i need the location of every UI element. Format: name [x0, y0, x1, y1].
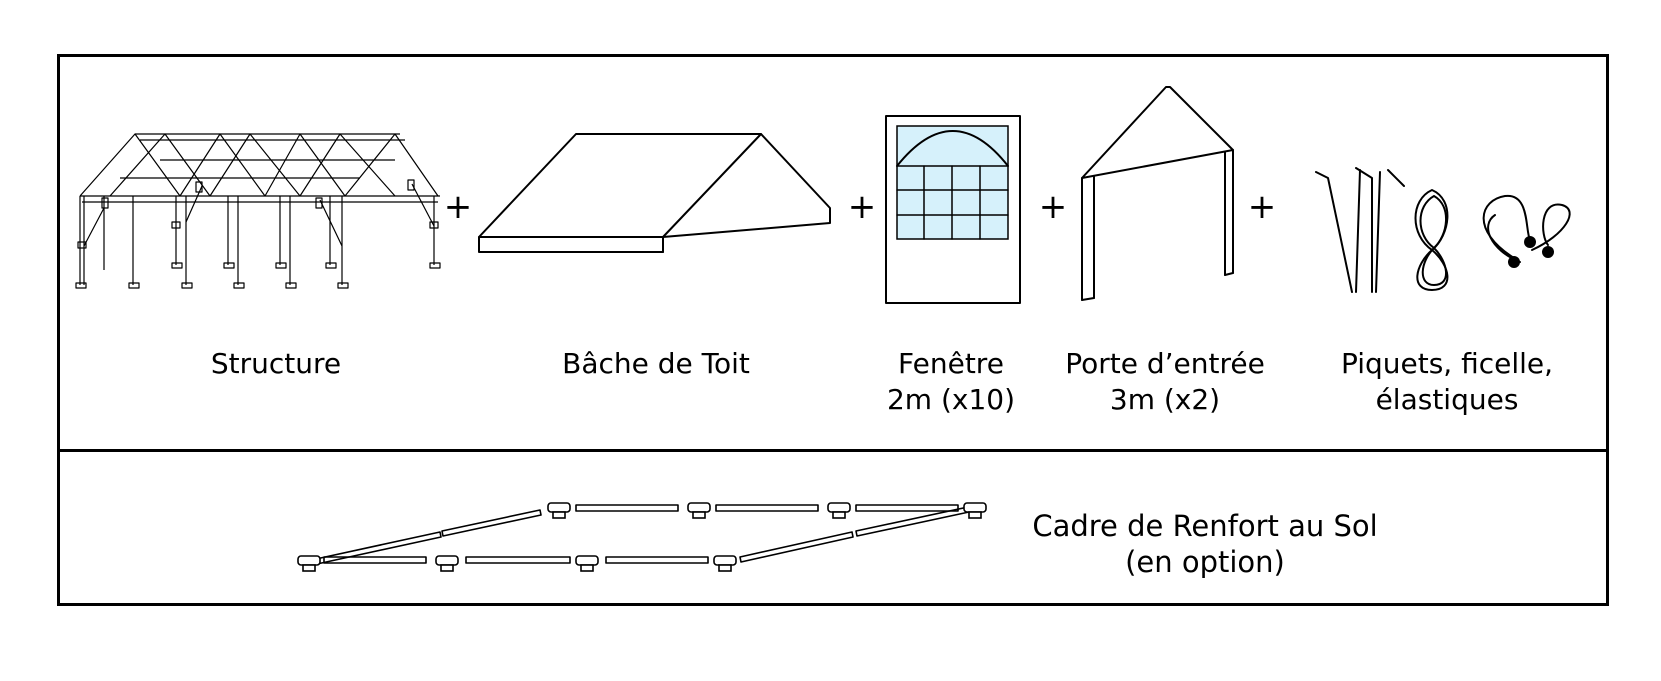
label-stakes: Piquets, ficelle, élastiques: [1341, 346, 1553, 418]
plus-sign-2: +: [847, 187, 877, 227]
plus-sign-4: +: [1247, 187, 1277, 227]
label-door: Porte d’entrée 3m (x2): [1065, 346, 1265, 418]
label-roof-tarp: Bâche de Toit: [562, 347, 750, 380]
label-window-line1: Fenêtre: [898, 347, 1004, 380]
label-structure: Structure: [210, 347, 342, 380]
label-door-line1: Porte d’entrée: [1065, 347, 1265, 380]
plus-sign-1: +: [443, 187, 473, 227]
label-ground-frame-line2: (en option): [1125, 545, 1285, 579]
label-ground-frame-line1: Cadre de Renfort au Sol: [1032, 509, 1378, 543]
section-divider: [57, 449, 1609, 452]
label-door-line2: 3m (x2): [1109, 383, 1221, 416]
label-stakes-line2: élastiques: [1375, 383, 1519, 416]
plus-sign-3: +: [1038, 187, 1068, 227]
diagram-frame: [57, 54, 1609, 606]
label-window: Fenêtre 2m (x10): [887, 346, 1015, 418]
label-window-line2: 2m (x10): [886, 383, 1016, 416]
label-ground-frame: Cadre de Renfort au Sol (en option): [1032, 508, 1377, 580]
label-stakes-line1: Piquets, ficelle,: [1340, 347, 1554, 380]
